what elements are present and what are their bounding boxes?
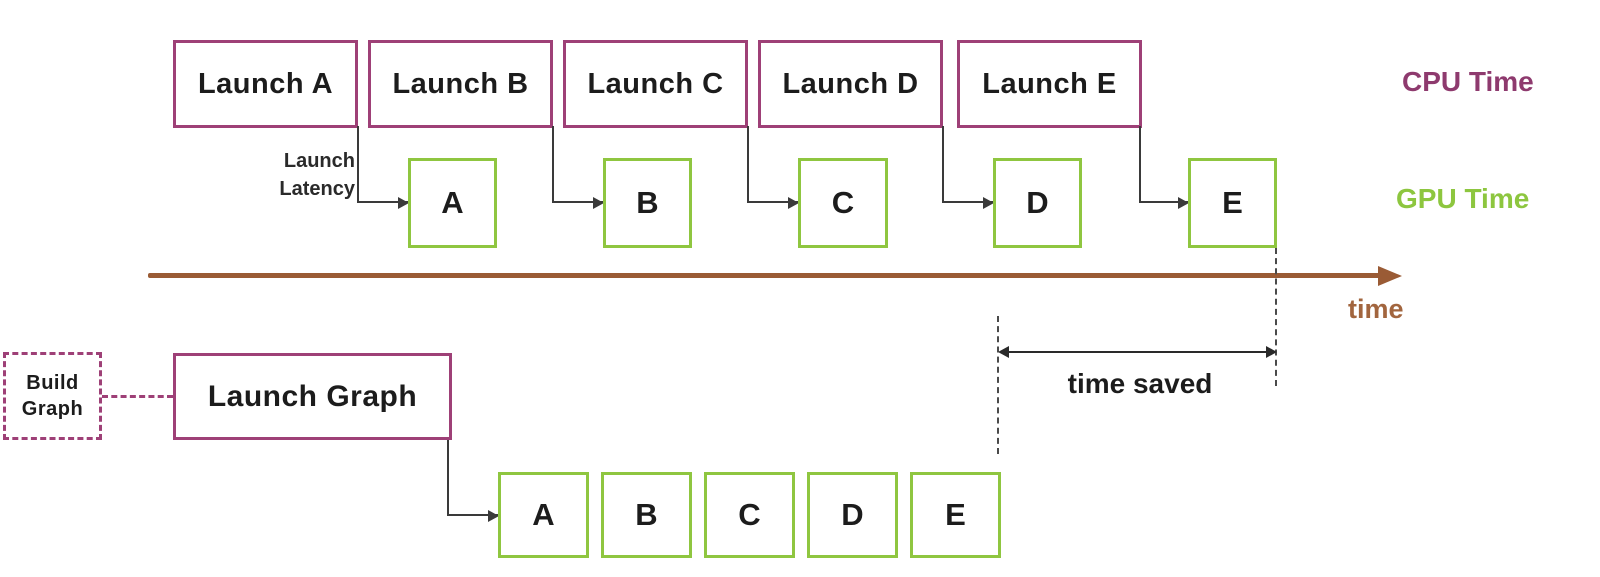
graph-exec-box-a: A [498,472,589,558]
gpu-exec-box-c: C [798,158,888,248]
launch-arrow-c [747,126,798,203]
graph-exec-box-c: C [704,472,795,558]
graph-exec-label-e: E [945,497,966,532]
graph-exec-label-c: C [738,497,761,532]
launch-graph-box: Launch Graph [173,353,452,440]
launch-arrowhead-c-icon [788,197,799,209]
gpu-exec-box-e: E [1188,158,1277,248]
build-graph-line1: Build [26,372,79,394]
time-axis-label: time [1348,294,1404,324]
gpu-exec-box-d: D [993,158,1082,248]
launch-arrowhead-a-icon [398,197,409,209]
graph-exec-label-d: D [841,497,864,532]
time-saved-annotation: time saved [1067,368,1213,399]
launch-graph-label: Launch Graph [207,379,418,413]
build-graph-line2: Graph [21,398,84,420]
cpu-launch-label-a: Launch A [197,67,334,100]
launch-arrowhead-d-icon [983,197,994,209]
graph-exec-label-a: A [532,497,555,532]
graph-launch-arrowhead-icon [488,510,499,522]
build-to-launch-connector [102,395,173,398]
launch-arrowhead-b-icon [593,197,604,209]
cpu-launch-box-a: Launch A [173,40,358,128]
build-graph-box: Build Graph [3,352,102,440]
launch-arrow-b [552,126,603,203]
launch-latency-line2: Latency [279,178,355,200]
timeline-axis [148,273,1382,278]
launch-latency-line1: Launch [283,150,355,172]
launch-arrowhead-e-icon [1178,197,1189,209]
cpu-launch-label-b: Launch B [392,67,529,100]
gpu-exec-label-a: A [441,185,464,220]
cpu-launch-box-d: Launch D [758,40,943,128]
graph-exec-box-d: D [807,472,898,558]
graph-launch-arrow [447,440,498,516]
launch-arrow-a [357,126,408,203]
cpu-launch-box-b: Launch B [368,40,553,128]
gpu-exec-box-b: B [603,158,692,248]
launch-arrow-e [1139,126,1188,203]
time-saved-arrow [1006,351,1268,353]
cpu-launch-label-d: Launch D [782,67,919,100]
launch-arrow-d [942,126,993,203]
time-saved-arrowhead-right-icon [1266,346,1277,358]
time-saved-arrowhead-left-icon [998,346,1009,358]
legend-gpu-time: GPU Time [1396,183,1530,214]
cpu-launch-box-e: Launch E [957,40,1142,128]
gpu-exec-label-c: C [831,185,855,220]
gpu-exec-label-d: D [1026,185,1049,220]
gpu-exec-label-b: B [636,185,659,220]
cpu-launch-label-c: Launch C [587,67,724,100]
cpu-launch-box-c: Launch C [563,40,748,128]
time-saved-marker-left [997,316,999,454]
legend-cpu-time: CPU Time [1402,66,1534,97]
graph-exec-box-b: B [601,472,692,558]
cpu-launch-label-e: Launch E [982,67,1117,100]
graph-exec-label-b: B [635,497,658,532]
gpu-exec-label-e: E [1222,185,1243,220]
time-saved-marker-right [1275,248,1277,386]
gpu-exec-box-a: A [408,158,497,248]
launch-latency-label: Launch Latency [240,147,355,203]
graph-exec-box-e: E [910,472,1001,558]
timeline-arrowhead-icon [1378,266,1402,286]
